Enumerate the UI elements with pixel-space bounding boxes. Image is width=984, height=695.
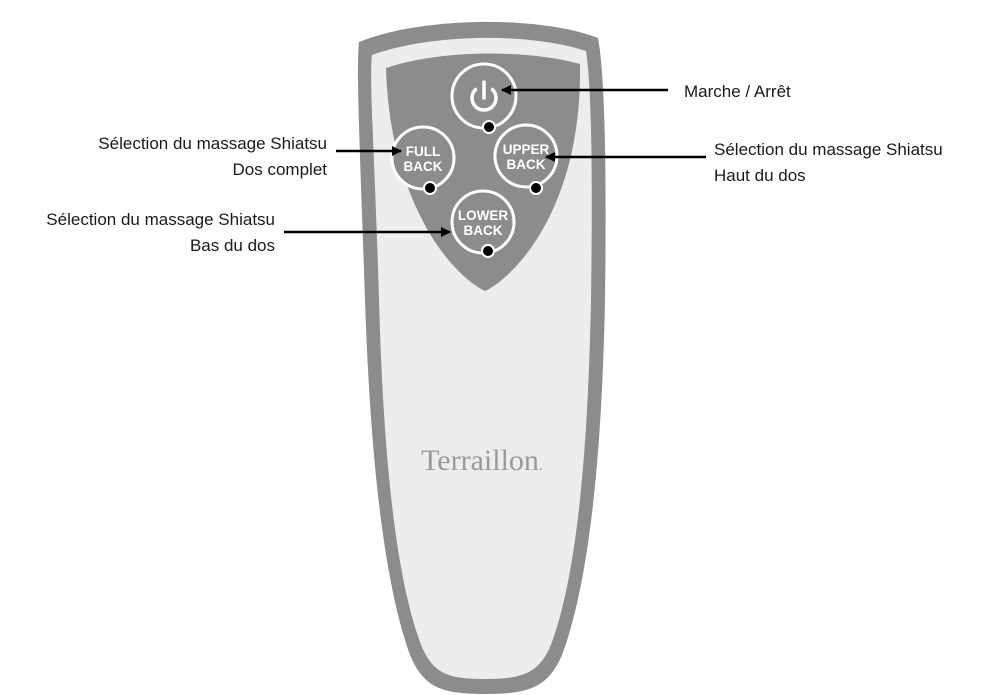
full-back-callout-label-line2: Dos complet bbox=[233, 160, 328, 179]
power-callout-label: Marche / Arrêt bbox=[684, 82, 791, 101]
full-back-label-line2: BACK bbox=[404, 159, 443, 174]
upper-back-indicator-dot bbox=[530, 182, 542, 194]
lower-back-callout-label-line1: Sélection du massage Shiatsu bbox=[46, 210, 275, 229]
lower-back-indicator-dot bbox=[482, 245, 494, 257]
lower-back-label-line1: LOWER bbox=[458, 208, 508, 223]
lower-back-callout-label-line2: Bas du dos bbox=[190, 236, 275, 255]
brand-name: Terraillon bbox=[421, 444, 539, 477]
lower-back-label-line2: BACK bbox=[464, 223, 503, 238]
full-back-callout-label-line1: Sélection du massage Shiatsu bbox=[98, 134, 327, 153]
full-back-label-line1: FULL bbox=[406, 144, 441, 159]
power-indicator-dot bbox=[483, 121, 495, 133]
brand-logo: Terraillon. bbox=[421, 444, 543, 477]
upper-back-callout-label-line1: Sélection du massage Shiatsu bbox=[714, 140, 943, 159]
upper-back-callout-label-line2: Haut du dos bbox=[714, 166, 806, 185]
upper-back-label-line2: BACK bbox=[507, 157, 546, 172]
brand-registered-mark: . bbox=[539, 457, 543, 474]
full-back-indicator-dot bbox=[424, 182, 436, 194]
upper-back-label-line1: UPPER bbox=[503, 142, 550, 157]
